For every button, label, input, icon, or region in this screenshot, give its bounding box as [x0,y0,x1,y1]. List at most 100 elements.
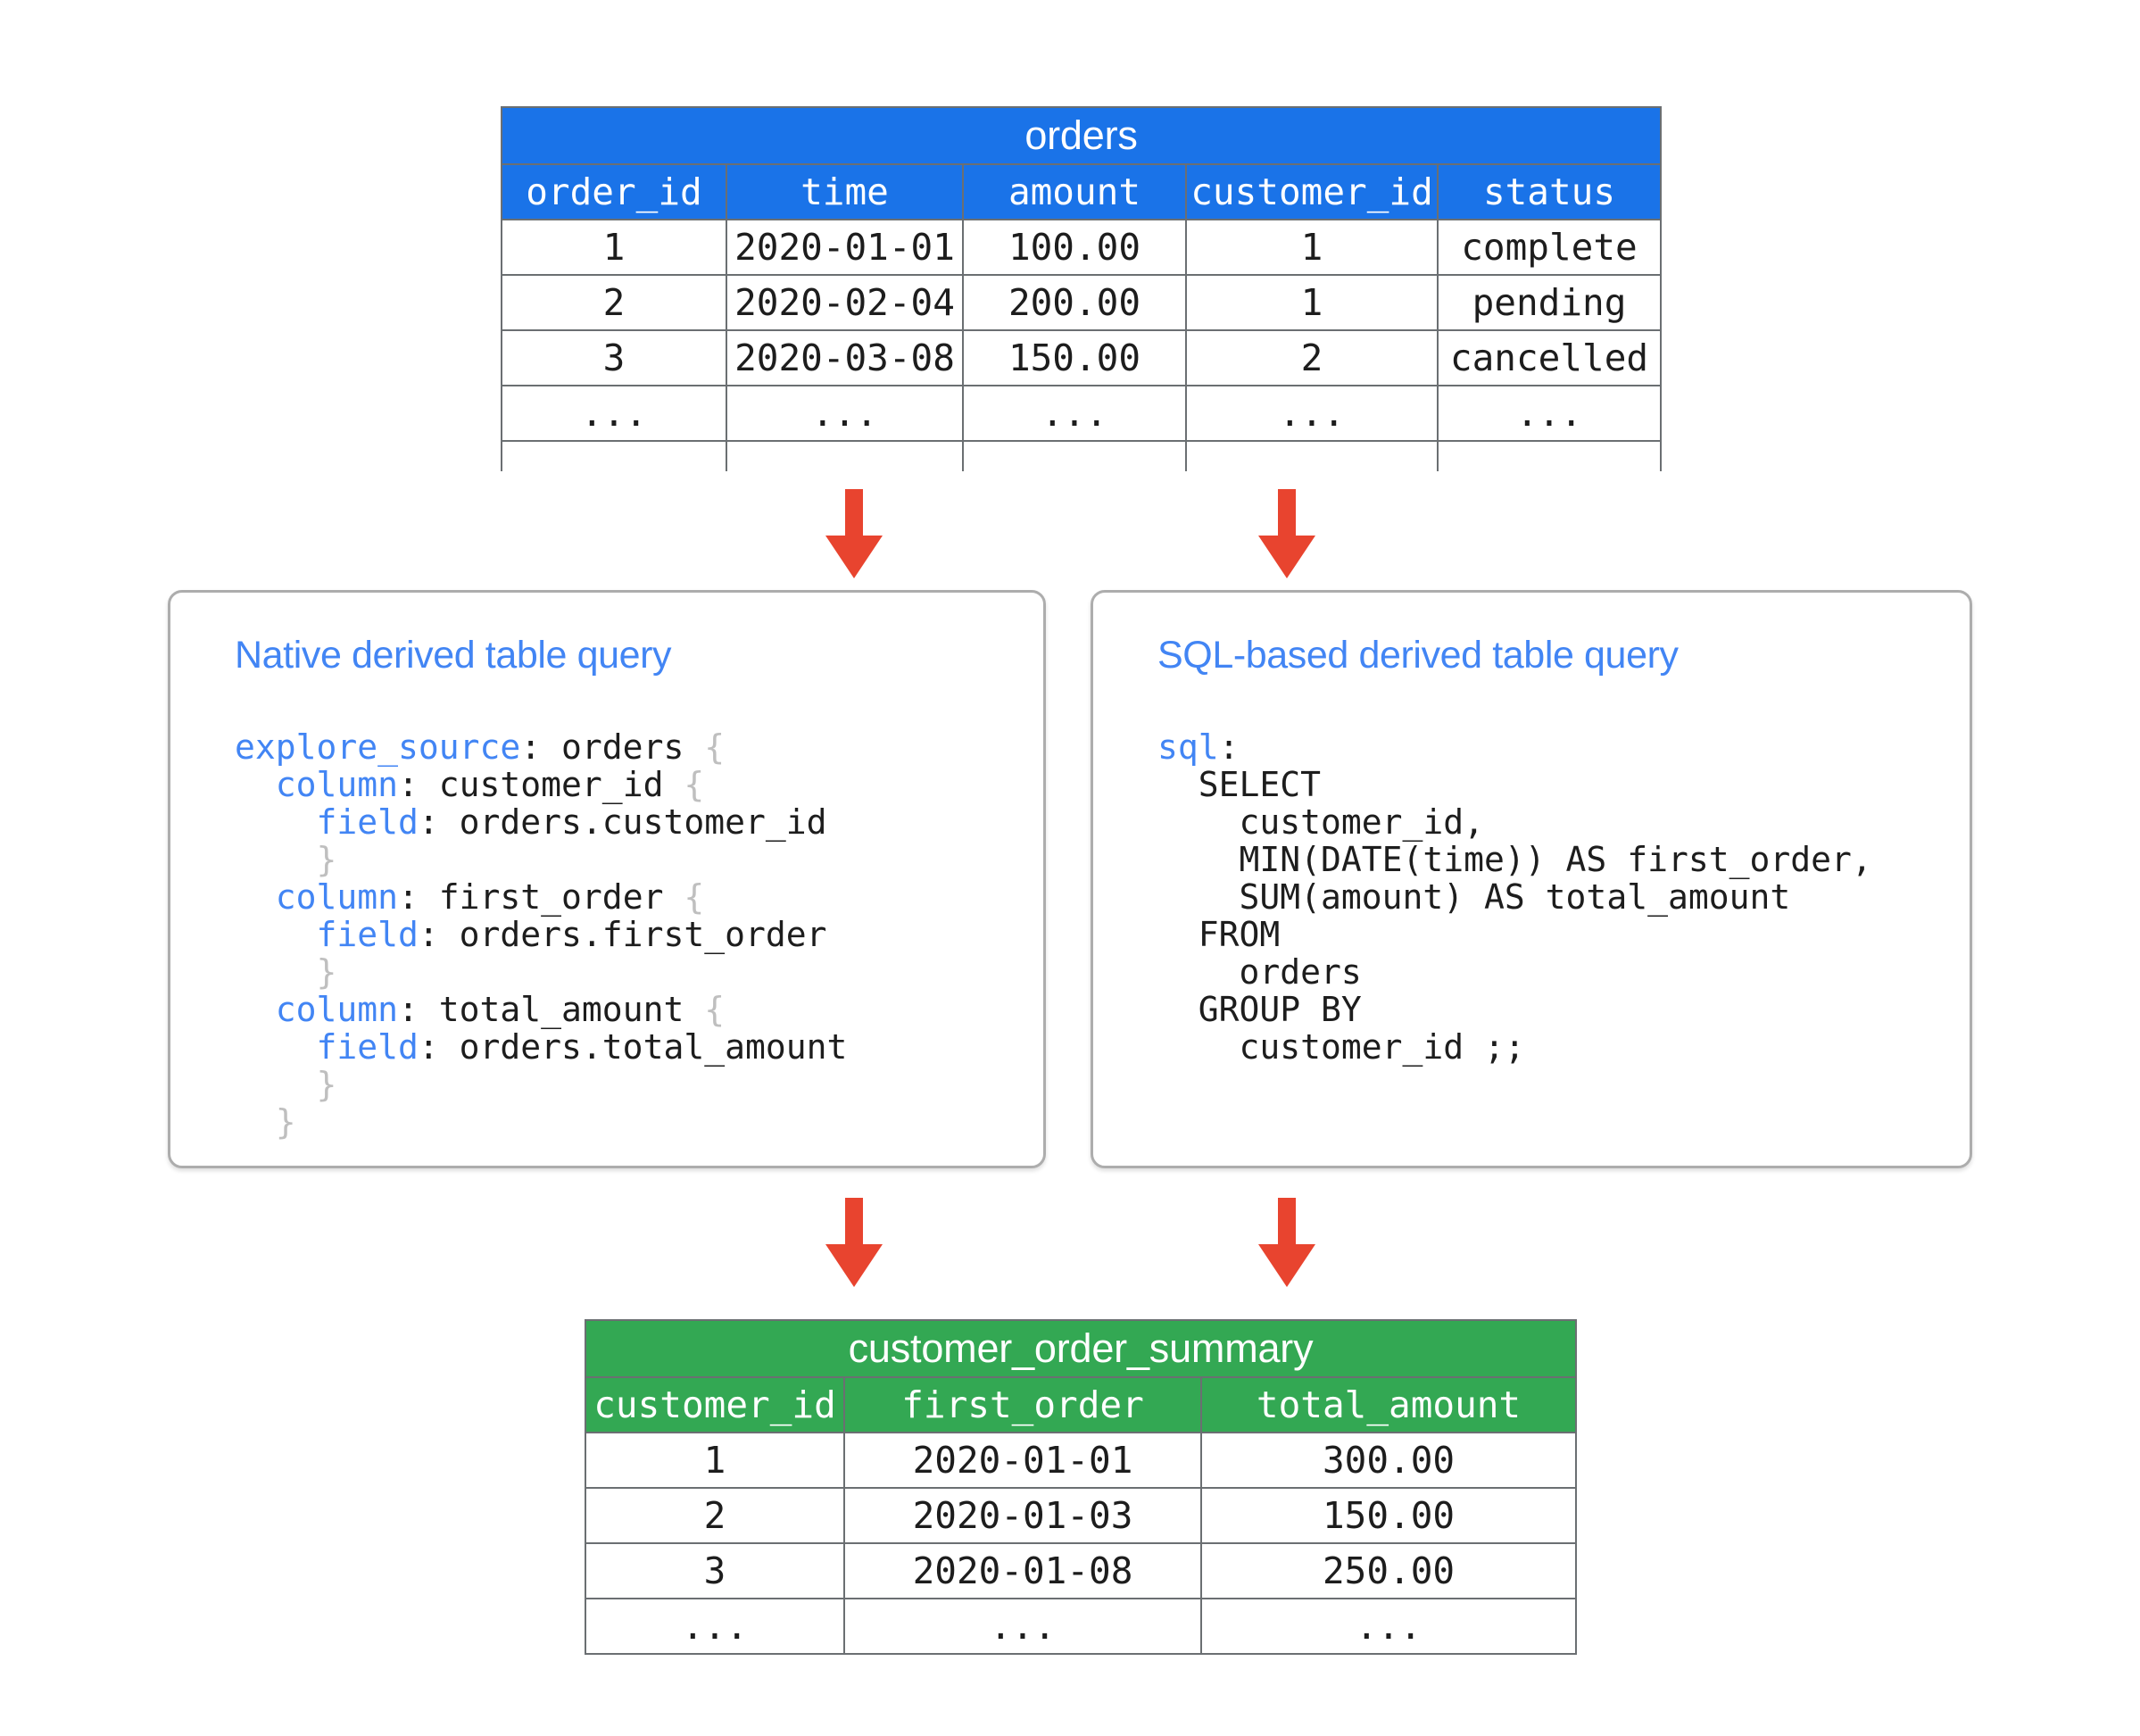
orders-col-amount: amount [962,163,1187,220]
orders-cell: 2 [501,274,727,331]
orders-cell: cancelled [1437,329,1662,386]
orders-cell: ... [501,385,727,442]
orders-cell: 1 [1185,274,1439,331]
code-token: MIN(DATE(time)) AS first_order, [1157,840,1872,879]
table-row: 2 2020-02-04 200.00 1 pending [501,274,1662,331]
orders-cell [1437,440,1662,471]
code-token: { [704,727,726,767]
orders-col-time: time [726,163,964,220]
summary-cell: 300.00 [1199,1432,1578,1489]
code-token: FROM [1157,915,1281,954]
table-row: 3 2020-01-08 250.00 [585,1542,1578,1599]
table-row-truncated [501,440,1662,471]
orders-title-row: orders [501,106,1662,165]
orders-cell: 3 [501,329,727,386]
code-token: orders [1157,952,1362,992]
code-token: field [235,802,419,842]
code-token: sql [1157,727,1219,767]
table-row: 1 2020-01-01 300.00 [585,1432,1578,1489]
code-token: { [684,877,705,917]
code-token: column [235,877,399,917]
orders-cell: ... [726,385,964,442]
code-token: } [235,1065,337,1104]
summary-cell: ... [843,1598,1202,1655]
code-token: { [704,990,726,1029]
orders-cell: ... [1437,385,1662,442]
orders-cell: 150.00 [962,329,1187,386]
code-token: SUM(amount) AS total_amount [1157,877,1791,917]
summary-cell: ... [585,1598,845,1655]
code-token: column [235,765,399,804]
orders-cell: 1 [501,219,727,276]
orders-col-customer-id: customer_id [1185,163,1439,220]
summary-cell: 2020-01-03 [843,1487,1202,1544]
orders-cell: complete [1437,219,1662,276]
summary-col-total-amount: total_amount [1199,1376,1578,1433]
code-token: : orders [520,727,705,767]
orders-cell: 1 [1185,219,1439,276]
customer-order-summary-table: customer_order_summary customer_id first… [584,1319,1578,1655]
orders-cell [962,440,1187,471]
code-token: : first_order [398,877,684,917]
orders-table-clip: orders order_id time amount customer_id … [0,0,2140,471]
orders-cell [726,440,964,471]
code-token: : orders.first_order [418,915,827,954]
orders-cell: 2020-03-08 [726,329,964,386]
sql-card-title: SQL-based derived table query [1157,634,1679,677]
summary-cell: 2 [585,1487,845,1544]
arrow-orders-to-native-icon [825,489,883,578]
native-card-title: Native derived table query [235,634,672,677]
summary-cell: 250.00 [1199,1542,1578,1599]
code-token: } [235,952,337,992]
summary-cell: 1 [585,1432,845,1489]
code-token: : [1218,727,1240,767]
arrow-native-to-summary-icon [825,1198,883,1287]
orders-cell: pending [1437,274,1662,331]
code-token: : total_amount [398,990,705,1029]
table-row: 1 2020-01-01 100.00 1 complete [501,219,1662,276]
orders-cell [501,440,727,471]
orders-cell [1185,440,1439,471]
code-token: { [684,765,705,804]
summary-cell: 150.00 [1199,1487,1578,1544]
code-token: GROUP BY [1157,990,1362,1029]
table-row: 3 2020-03-08 150.00 2 cancelled [501,329,1662,386]
orders-header-row: order_id time amount customer_id status [501,163,1662,220]
code-token: field [235,915,419,954]
code-token: explore_source [235,727,521,767]
table-row-ellipsis: ... ... ... [585,1598,1578,1655]
code-token: field [235,1027,419,1067]
orders-cell: ... [1185,385,1439,442]
orders-table-title: orders [501,106,1662,165]
table-row-ellipsis: ... ... ... ... ... [501,385,1662,442]
summary-header-row: customer_id first_order total_amount [585,1376,1578,1433]
code-token: : customer_id [398,765,684,804]
sql-code-block: sql: SELECT customer_id, MIN(DATE(time))… [1157,728,1872,1066]
orders-cell: 2020-01-01 [726,219,964,276]
code-token: : orders.total_amount [418,1027,848,1067]
summary-col-customer-id: customer_id [585,1376,845,1433]
code-token: } [235,840,337,879]
sql-derived-table-card: SQL-based derived table query sql: SELEC… [1091,590,1972,1168]
summary-cell: 3 [585,1542,845,1599]
summary-col-first-order: first_order [843,1376,1202,1433]
code-token: } [235,1102,296,1142]
orders-col-order-id: order_id [501,163,727,220]
code-token: column [235,990,399,1029]
summary-table-title: customer_order_summary [584,1319,1578,1378]
summary-title-row: customer_order_summary [584,1319,1578,1378]
orders-table: orders order_id time amount customer_id … [501,106,1662,471]
summary-cell: 2020-01-01 [843,1432,1202,1489]
orders-cell: 100.00 [962,219,1187,276]
summary-cell: 2020-01-08 [843,1542,1202,1599]
native-code-block: explore_source: orders { column: custome… [235,728,847,1141]
code-token: customer_id, [1157,802,1485,842]
arrow-orders-to-sql-icon [1258,489,1315,578]
native-derived-table-card: Native derived table query explore_sourc… [168,590,1046,1168]
code-token: customer_id ;; [1157,1027,1525,1067]
orders-cell: ... [962,385,1187,442]
orders-col-status: status [1437,163,1662,220]
arrow-sql-to-summary-icon [1258,1198,1315,1287]
table-row: 2 2020-01-03 150.00 [585,1487,1578,1544]
